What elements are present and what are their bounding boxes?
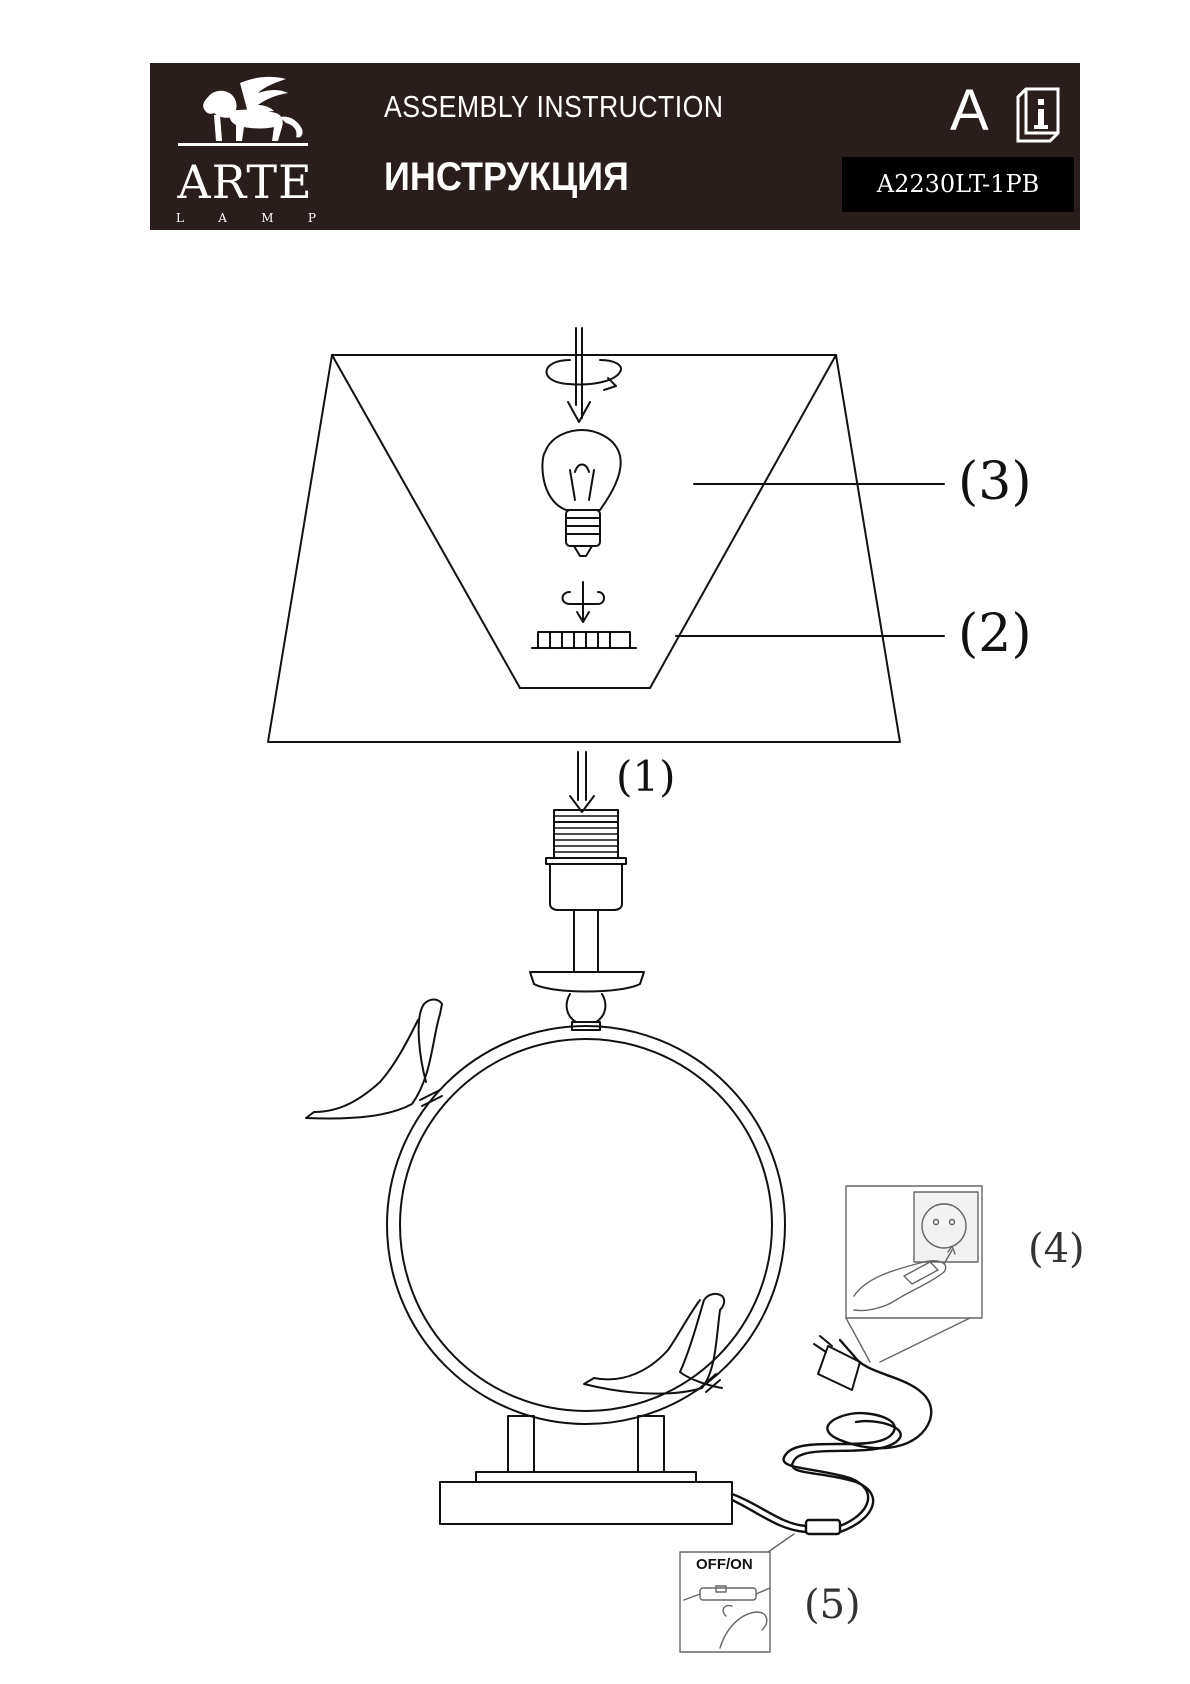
power-plug — [813, 1335, 861, 1391]
brand-subtitle: L A M P — [176, 211, 316, 225]
brand-logo: ARTE L A M P — [170, 75, 320, 225]
socket-ring-icon — [531, 631, 637, 649]
lamp-base-top — [475, 1471, 697, 1483]
switch-label: OFF/ON — [696, 1556, 753, 1573]
manual-info-icon — [1016, 87, 1060, 143]
lamp-base — [439, 1481, 733, 1525]
language-letter: A — [950, 78, 989, 143]
lamp-stem — [573, 909, 599, 973]
socket-inset — [845, 1185, 983, 1363]
bird-top-left — [305, 998, 443, 1120]
title-russian: ИНСТРУКЦИЯ — [384, 155, 629, 199]
lamp-socket — [545, 809, 627, 911]
lamp-ring-outer — [386, 1025, 786, 1425]
inner-diffuser — [331, 354, 837, 689]
power-cord — [730, 1338, 933, 1536]
model-number: A2230LT-1PB — [842, 157, 1074, 212]
brand-wordmark: ARTE — [177, 155, 313, 209]
bird-bottom-right — [583, 1292, 726, 1395]
rotate-arrow-icon — [561, 581, 605, 623]
light-bulb-icon — [541, 429, 622, 557]
brand-subtitle-letter: P — [307, 211, 316, 225]
brand-subtitle-letter: M — [261, 211, 274, 225]
brand-subtitle-letter: A — [218, 211, 227, 225]
title-english: ASSEMBLY INSTRUCTION — [384, 89, 724, 124]
callout-step-4: (4) — [1028, 1226, 1085, 1272]
down-arrow-icon — [569, 751, 595, 813]
lamp-leg-right — [637, 1415, 665, 1473]
callout-step-3: (3) — [958, 452, 1032, 512]
down-arrow-icon — [567, 327, 591, 423]
lamp-cup — [529, 971, 645, 993]
lamp-leg-left — [507, 1415, 535, 1473]
brand-subtitle-letter: L — [176, 211, 184, 225]
rotate-arrow-icon — [545, 359, 622, 391]
switch-inset — [679, 1533, 795, 1653]
callout-step-5: (5) — [804, 1582, 861, 1628]
callout-step-1: (1) — [616, 752, 676, 801]
winged-lion-logo-icon — [178, 76, 308, 146]
header-banner: ARTE L A M P ASSEMBLY INSTRUCTION ИНСТРУ… — [150, 63, 1080, 230]
callout-step-2: (2) — [958, 604, 1032, 664]
lampshade — [267, 354, 901, 743]
lamp-ring-inner — [399, 1038, 773, 1412]
